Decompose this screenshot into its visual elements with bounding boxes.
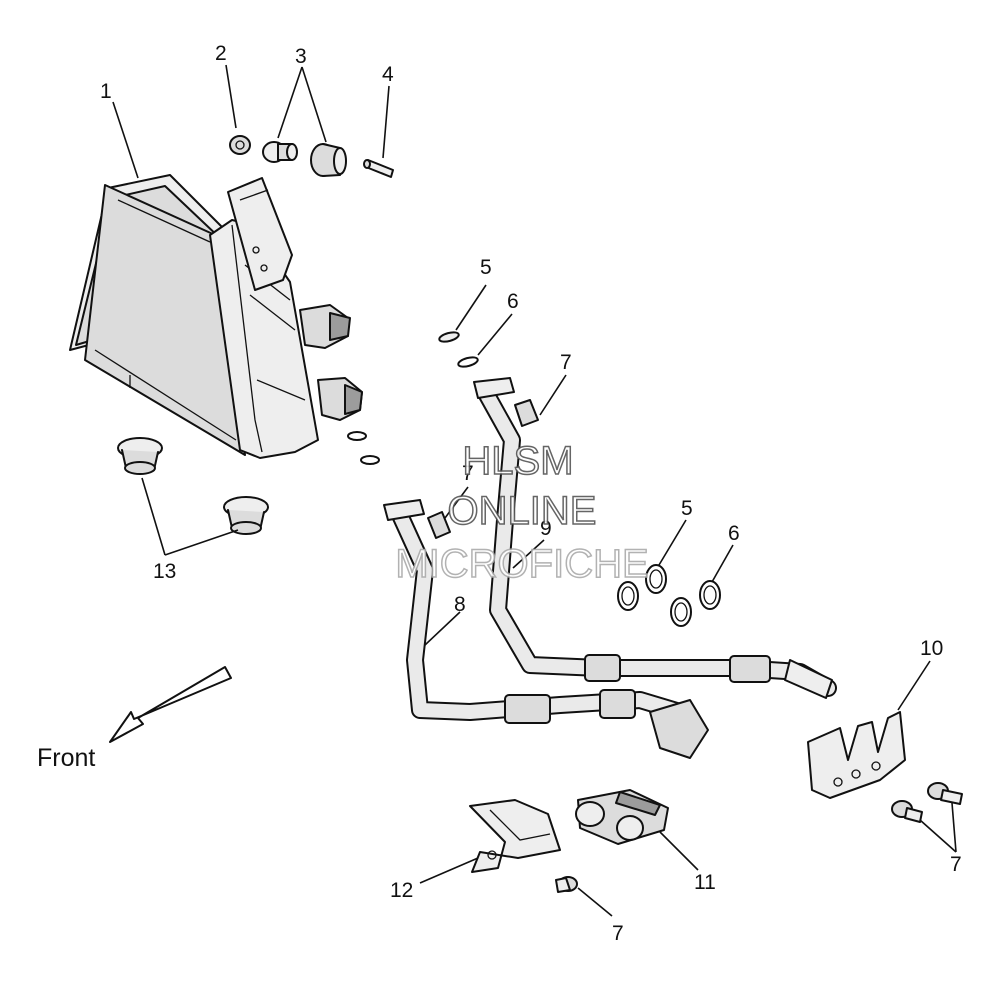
callout-1: 1: [100, 80, 112, 103]
leader-lines: [112, 64, 957, 917]
oil-cooler-part: [69, 174, 363, 459]
callout-7-bottom: 7: [612, 922, 624, 945]
callout-7-right: 7: [950, 853, 962, 876]
callout-13: 13: [153, 560, 176, 583]
callout-7-upper: 7: [560, 351, 572, 374]
watermark-line-1: HLSM: [462, 439, 573, 483]
screws-part-7: [555, 782, 963, 893]
clamp-bracket-part: [469, 799, 561, 873]
o-rings-lower: [617, 564, 721, 627]
watermark: HLSM ONLINE MICROFICHE: [395, 438, 650, 587]
callout-5-lower: 5: [681, 497, 693, 520]
oil-line-part-8: [383, 499, 709, 759]
callout-12: 12: [390, 879, 413, 902]
bracket-plate-part: [807, 711, 906, 799]
callout-labels: 1 2 3 4 5 6 7 7 9 5 6 8 13 10 7 12 11 7: [100, 42, 962, 945]
callout-11: 11: [694, 871, 716, 894]
grommet-part: [262, 141, 347, 177]
callout-6-upper: 6: [507, 290, 519, 313]
o-rings-upper: [347, 331, 479, 465]
nut-part: [229, 135, 251, 155]
clamp-block-part: [575, 789, 669, 845]
callout-5-upper: 5: [480, 256, 492, 279]
callout-3: 3: [295, 45, 307, 68]
callout-6-lower: 6: [728, 522, 740, 545]
front-direction-arrow: Front: [37, 666, 232, 772]
callout-4: 4: [382, 63, 394, 86]
front-label: Front: [37, 744, 95, 772]
oil-line-part-9: [473, 377, 837, 699]
callout-9: 9: [540, 517, 552, 540]
callout-10: 10: [920, 637, 943, 660]
callout-7-middle: 7: [462, 462, 474, 485]
callout-2: 2: [215, 42, 227, 65]
rubber-mounts-part: [117, 437, 269, 535]
callout-8: 8: [454, 593, 466, 616]
watermark-line-3: MICROFICHE: [395, 542, 648, 586]
watermark-line-2: ONLINE: [448, 489, 597, 533]
pin-part: [363, 159, 394, 178]
